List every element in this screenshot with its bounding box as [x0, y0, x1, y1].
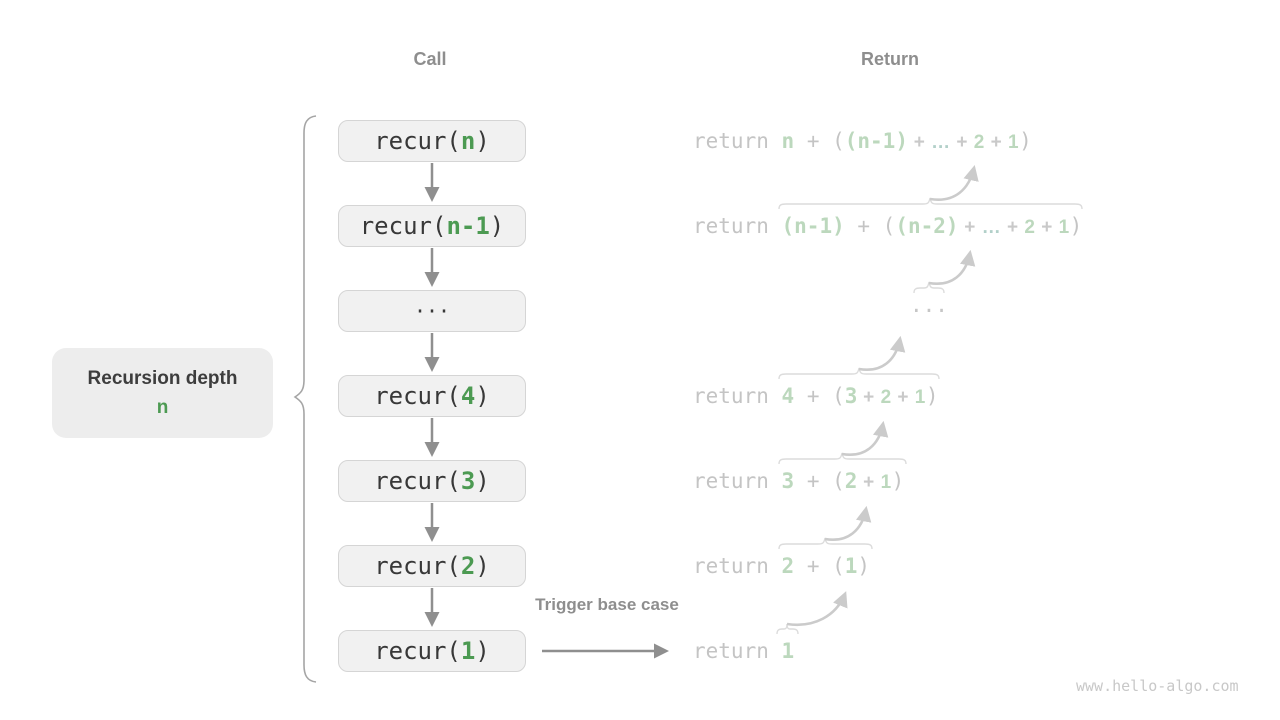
recursion-depth-brace [293, 115, 317, 683]
call-box-label: ) [475, 127, 490, 155]
code-segment: + [1001, 217, 1025, 238]
code-segment: ) [857, 554, 871, 578]
code-segment: (n-1) [781, 214, 845, 238]
code-segment: + [857, 387, 881, 408]
call-box-recur-3: recur(3) [338, 460, 526, 502]
code-segment: return [693, 384, 782, 408]
call-box-recur-n: recur(n) [338, 120, 526, 162]
code-segment: ) [891, 469, 905, 493]
call-box-label: ) [489, 212, 505, 240]
call-box-label: ) [475, 552, 490, 580]
call-box-label: ) [475, 637, 490, 665]
code-segment: 1 [914, 387, 926, 408]
return-overbrace [913, 281, 945, 294]
call-column-header: Call [413, 49, 447, 69]
code-segment: return [693, 554, 782, 578]
return-overbrace [778, 367, 940, 380]
return-overbrace [778, 537, 873, 550]
code-segment: 1 [1008, 132, 1020, 153]
call-box-recur-2: recur(2) [338, 545, 526, 587]
call-box-ellipsis: ··· [338, 290, 526, 332]
return-expression-n: return n + ((n-1) + … + 2 + 1) [693, 127, 1032, 155]
code-segment: + ( [794, 384, 845, 408]
call-box-recur-4: recur(4) [338, 375, 526, 417]
recursion-depth-label: Recursion depth n [52, 348, 273, 438]
call-box-recur-1: recur(1) [338, 630, 526, 672]
call-box-label: recur( [374, 382, 461, 410]
call-box-label: ) [475, 382, 490, 410]
return-flow-arrow [841, 420, 889, 457]
call-box-label: recur( [374, 637, 461, 665]
code-segment: 1 [1058, 217, 1070, 238]
code-segment: return [693, 639, 782, 663]
code-segment: + ( [794, 129, 845, 153]
code-segment: (n-2) [895, 214, 959, 238]
code-segment: + [958, 217, 982, 238]
return-flow-arrow [786, 591, 848, 627]
code-segment: 2 [973, 132, 985, 153]
code-segment: return [693, 129, 782, 153]
call-box-arg: 4 [460, 382, 476, 410]
recursion-depth-value: n [156, 396, 169, 418]
code-segment: + ( [794, 469, 845, 493]
code-segment: 2 [781, 554, 795, 578]
call-box-arg: 2 [460, 552, 476, 580]
return-expression-1: return 1 [693, 637, 794, 665]
code-segment: (n-1) [844, 129, 908, 153]
return-expression-2: return 2 + (1) [693, 552, 870, 580]
return-column-header: Return [861, 49, 919, 69]
call-box-label: recur( [374, 552, 461, 580]
code-segment: 2 [1024, 217, 1036, 238]
code-segment: + ( [794, 554, 845, 578]
code-segment: 3 [844, 384, 858, 408]
return-flow-arrow [929, 164, 979, 201]
call-box-label: ··· [413, 299, 451, 323]
code-segment: 2 [880, 387, 892, 408]
code-segment: 1 [844, 554, 858, 578]
code-segment: 3 [781, 469, 795, 493]
code-segment: 4 [781, 384, 795, 408]
call-box-label: recur( [359, 212, 447, 240]
code-segment: + [1035, 217, 1059, 238]
code-segment: n [781, 129, 795, 153]
code-segment: ) [1019, 129, 1032, 153]
call-box-label: recur( [374, 127, 461, 155]
code-segment: + [984, 132, 1009, 153]
code-segment: + [857, 472, 881, 493]
return-flow-arrow [928, 249, 976, 286]
recursion-depth-title: Recursion depth [87, 367, 238, 389]
call-box-arg: 3 [460, 467, 476, 495]
code-segment: … [931, 132, 951, 153]
return-flow-arrow [858, 335, 906, 372]
return-overbrace [778, 452, 907, 465]
call-box-label: ) [475, 467, 490, 495]
return-expression-n-1: return (n-1) + ((n-2) + … + 2 + 1) [693, 212, 1082, 240]
call-box-recur-n-1: recur(n-1) [338, 205, 526, 247]
watermark-url: www.hello-algo.com [1076, 677, 1239, 695]
code-segment: return [693, 469, 782, 493]
call-box-label: recur( [374, 467, 461, 495]
code-segment: 1 [781, 639, 795, 663]
code-segment: ) [925, 384, 939, 408]
code-segment: + [950, 132, 974, 153]
return-flow-arrow [824, 505, 872, 542]
return-expression-4: return 4 + (3 + 2 + 1) [693, 382, 939, 410]
code-segment: ··· [910, 299, 948, 323]
trigger-base-case-label: Trigger base case [535, 595, 679, 614]
return-expression-ellipsis: ··· [910, 297, 948, 325]
return-expression-3: return 3 + (2 + 1) [693, 467, 904, 495]
code-segment: + [907, 132, 932, 153]
return-overbrace [778, 197, 1083, 210]
code-segment: + [891, 387, 915, 408]
call-box-arg: n [460, 127, 476, 155]
code-segment: 1 [880, 472, 892, 493]
code-segment: ) [1069, 214, 1083, 238]
code-segment: … [981, 217, 1002, 238]
code-segment: 2 [844, 469, 858, 493]
call-box-arg: 1 [460, 637, 476, 665]
code-segment: + ( [844, 214, 896, 238]
call-box-arg: n-1 [446, 212, 490, 240]
code-segment: return [693, 214, 782, 238]
